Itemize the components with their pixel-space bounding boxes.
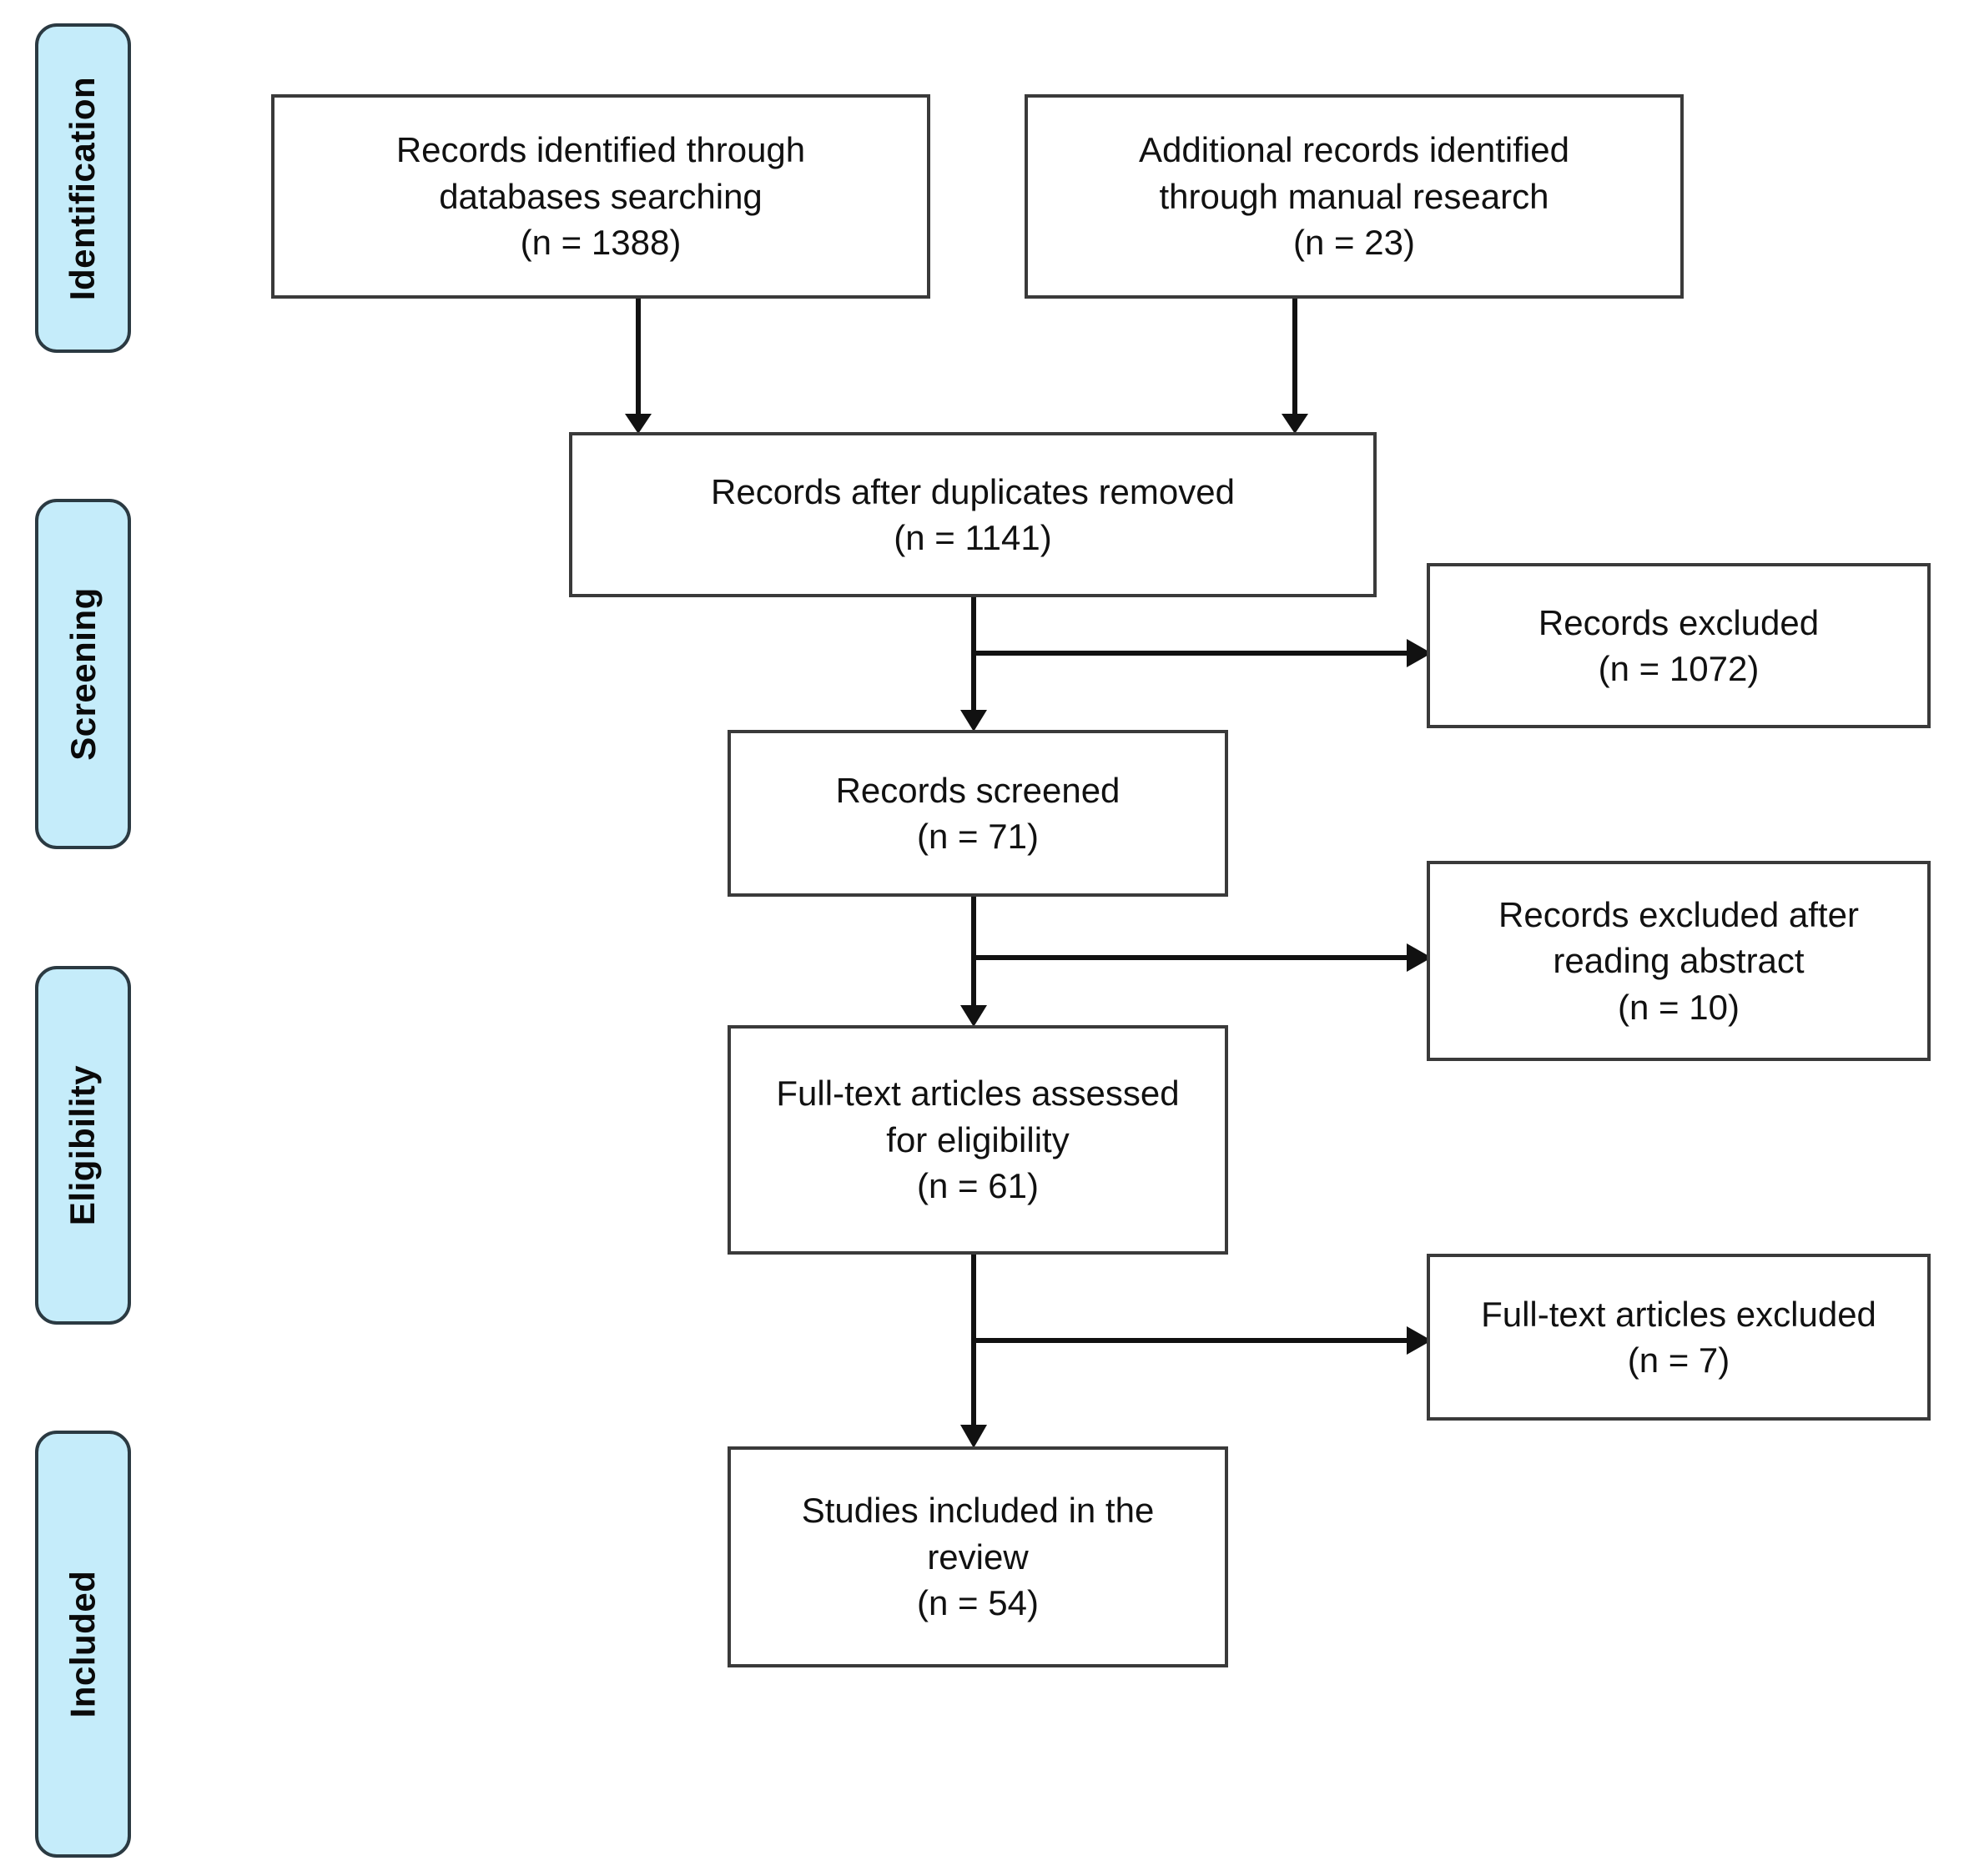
box-text-records-screened: Records screened (n = 71) xyxy=(835,770,1120,856)
box-text-additional-records-manual: Additional records identified through ma… xyxy=(1139,130,1569,263)
box-text-records-identified-databases: Records identified through databases sea… xyxy=(395,130,806,263)
stage-label-eligibility: Eligibility xyxy=(63,1064,103,1226)
box-fulltext-articles-excluded: Full-text articles excluded (n = 7) xyxy=(1427,1254,1931,1421)
box-records-excluded-after-abstract: Records excluded after reading abstract … xyxy=(1427,861,1931,1061)
box-text-records-after-duplicates-removed: Records after duplicates removed (n = 11… xyxy=(711,471,1235,557)
stage-pill-included: Included xyxy=(35,1431,131,1858)
stage-label-identification: Identification xyxy=(63,76,103,300)
connector-duplicates-to-excluded xyxy=(974,639,1432,667)
box-studies-included-in-review: Studies included in the review (n = 54) xyxy=(728,1446,1228,1667)
box-text-records-excluded-after-abstract: Records excluded after reading abstract … xyxy=(1498,894,1859,1027)
box-text-studies-included-in-review: Studies included in the review (n = 54) xyxy=(801,1491,1155,1623)
connector-duplicates-to-screened xyxy=(960,597,987,732)
box-text-fulltext-articles-excluded: Full-text articles excluded (n = 7) xyxy=(1481,1294,1876,1380)
stage-pill-eligibility: Eligibility xyxy=(35,966,131,1325)
box-text-records-excluded: Records excluded (n = 1072) xyxy=(1538,602,1820,688)
box-records-after-duplicates-removed: Records after duplicates removed (n = 11… xyxy=(569,432,1377,597)
box-records-screened: Records screened (n = 71) xyxy=(728,730,1228,897)
connector-fulltext-to-included xyxy=(960,1253,987,1448)
connector-manual-to-duplicates xyxy=(1282,299,1308,434)
stage-pill-screening: Screening xyxy=(35,499,131,849)
connector-screened-to-abstract-excluded xyxy=(974,943,1432,972)
stage-label-screening: Screening xyxy=(63,587,103,761)
box-records-identified-databases: Records identified through databases sea… xyxy=(271,94,930,299)
box-fulltext-articles-assessed: Full-text articles assessed for eligibil… xyxy=(728,1025,1228,1255)
box-records-excluded: Records excluded (n = 1072) xyxy=(1427,563,1931,728)
stage-label-included: Included xyxy=(63,1570,103,1718)
stage-pill-identification: Identification xyxy=(35,23,131,353)
connector-fulltext-to-fulltext-excluded xyxy=(974,1326,1432,1355)
box-text-fulltext-articles-assessed: Full-text articles assessed for eligibil… xyxy=(776,1074,1180,1206)
box-additional-records-manual: Additional records identified through ma… xyxy=(1025,94,1684,299)
connector-databases-to-duplicates xyxy=(625,299,652,434)
connector-screened-to-fulltext xyxy=(960,897,987,1027)
